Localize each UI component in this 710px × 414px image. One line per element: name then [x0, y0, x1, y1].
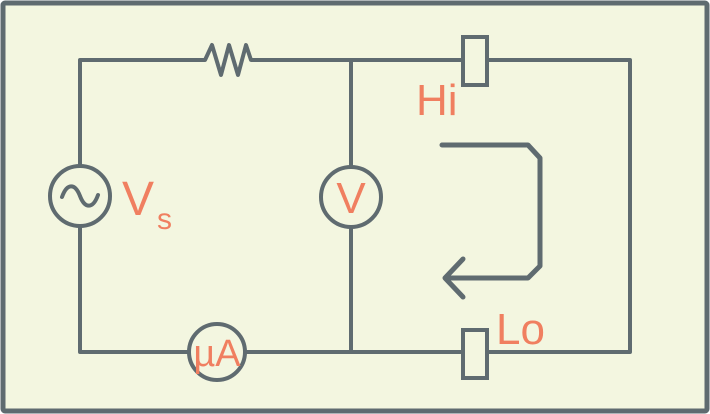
loop-arrow-icon	[439, 142, 543, 300]
hi-label: Hi	[416, 76, 458, 125]
source-label-subscript: s	[157, 203, 172, 236]
voltmeter-label: V	[336, 174, 366, 223]
wire-left-bottom	[78, 226, 191, 354]
ac-sine-icon	[60, 184, 100, 208]
ammeter: µA	[187, 322, 247, 382]
source-label-main: V	[122, 173, 154, 226]
lo-terminal	[461, 328, 489, 380]
ammeter-label: µA	[193, 333, 241, 375]
voltmeter: V	[319, 165, 383, 229]
resistor	[195, 43, 267, 77]
lo-label: Lo	[496, 305, 545, 354]
ac-source	[48, 164, 112, 228]
wire-right	[485, 58, 632, 354]
wire-left-top	[78, 58, 199, 167]
hi-terminal	[461, 35, 489, 87]
